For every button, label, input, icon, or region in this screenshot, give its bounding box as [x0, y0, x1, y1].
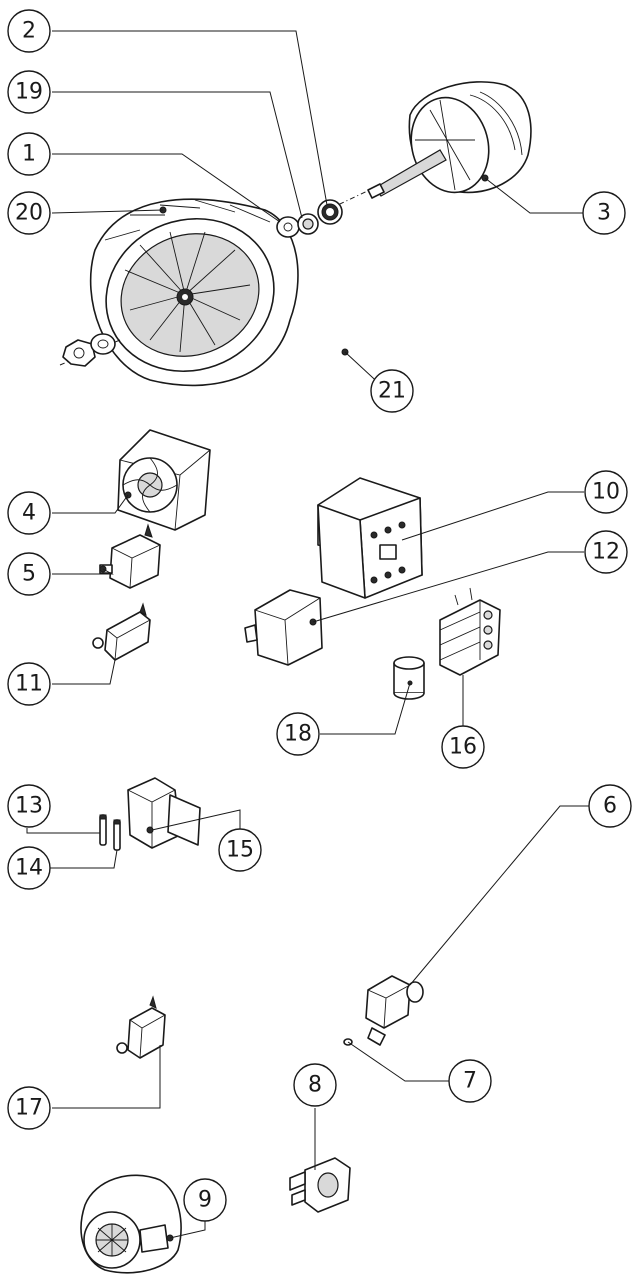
- fuses: [99, 814, 121, 851]
- callout-21: 21: [370, 369, 414, 413]
- callout-4-label: 4: [22, 501, 36, 526]
- solenoid-valve: [343, 975, 424, 1046]
- callout-9-label: 9: [198, 1188, 212, 1213]
- callout-8: 8: [293, 1063, 337, 1107]
- callout-1: 1: [7, 132, 51, 176]
- callout-13: 13: [7, 784, 51, 828]
- callout-15-label: 15: [226, 838, 254, 863]
- callout-9: 9: [183, 1178, 227, 1222]
- fuse-holder: [127, 777, 201, 849]
- callout-16: 16: [441, 725, 485, 769]
- callout-6-label: 6: [603, 794, 617, 819]
- connector-plug: [289, 1157, 351, 1213]
- transformer: [244, 589, 323, 666]
- callout-13-label: 13: [15, 794, 43, 819]
- callout-3-label: 3: [597, 201, 611, 226]
- callout-11: 11: [7, 662, 51, 706]
- callout-12-label: 12: [592, 540, 620, 565]
- callout-4: 4: [7, 491, 51, 535]
- rotary-switch: [99, 523, 161, 589]
- callout-12: 12: [584, 530, 628, 574]
- callout-5: 5: [7, 552, 51, 596]
- callout-7-label: 7: [463, 1069, 477, 1094]
- callout-15: 15: [218, 828, 262, 872]
- shaft-washers: [276, 184, 381, 238]
- callout-2: 2: [7, 9, 51, 53]
- callout-8-label: 8: [308, 1073, 322, 1098]
- safety-thermostat: [92, 602, 151, 661]
- callout-20: 20: [7, 191, 51, 235]
- leader-lines: [26, 30, 594, 1239]
- callout-1-label: 1: [22, 142, 36, 167]
- contactor-terminals: [370, 521, 406, 584]
- callout-17: 17: [7, 1086, 51, 1130]
- callout-6: 6: [588, 784, 632, 828]
- callout-16-label: 16: [449, 735, 477, 760]
- callout-14-label: 14: [15, 856, 43, 881]
- callout-10-label: 10: [592, 480, 620, 505]
- contactor: [317, 477, 423, 599]
- gear-motor: [80, 1174, 182, 1274]
- callout-10: 10: [584, 470, 628, 514]
- callout-3: 3: [582, 191, 626, 235]
- terminal-block: [439, 587, 501, 676]
- callout-18: 18: [276, 712, 320, 756]
- nut-and-washer: [59, 333, 121, 367]
- callout-19: 19: [7, 70, 51, 114]
- callout-21-label: 21: [378, 379, 406, 404]
- push-switch: [116, 995, 166, 1059]
- callout-17-label: 17: [15, 1096, 43, 1121]
- knob-cap: [393, 656, 425, 700]
- callout-14: 14: [7, 846, 51, 890]
- callout-5-label: 5: [22, 562, 36, 587]
- callout-19-label: 19: [15, 80, 43, 105]
- callout-20-label: 20: [15, 201, 43, 226]
- callout-18-label: 18: [284, 722, 312, 747]
- cooling-fan: [117, 429, 211, 531]
- fan-impeller: [89, 198, 349, 387]
- callout-2-label: 2: [22, 19, 36, 44]
- motor: [367, 81, 532, 199]
- callout-7: 7: [448, 1059, 492, 1103]
- callout-11-label: 11: [15, 672, 43, 697]
